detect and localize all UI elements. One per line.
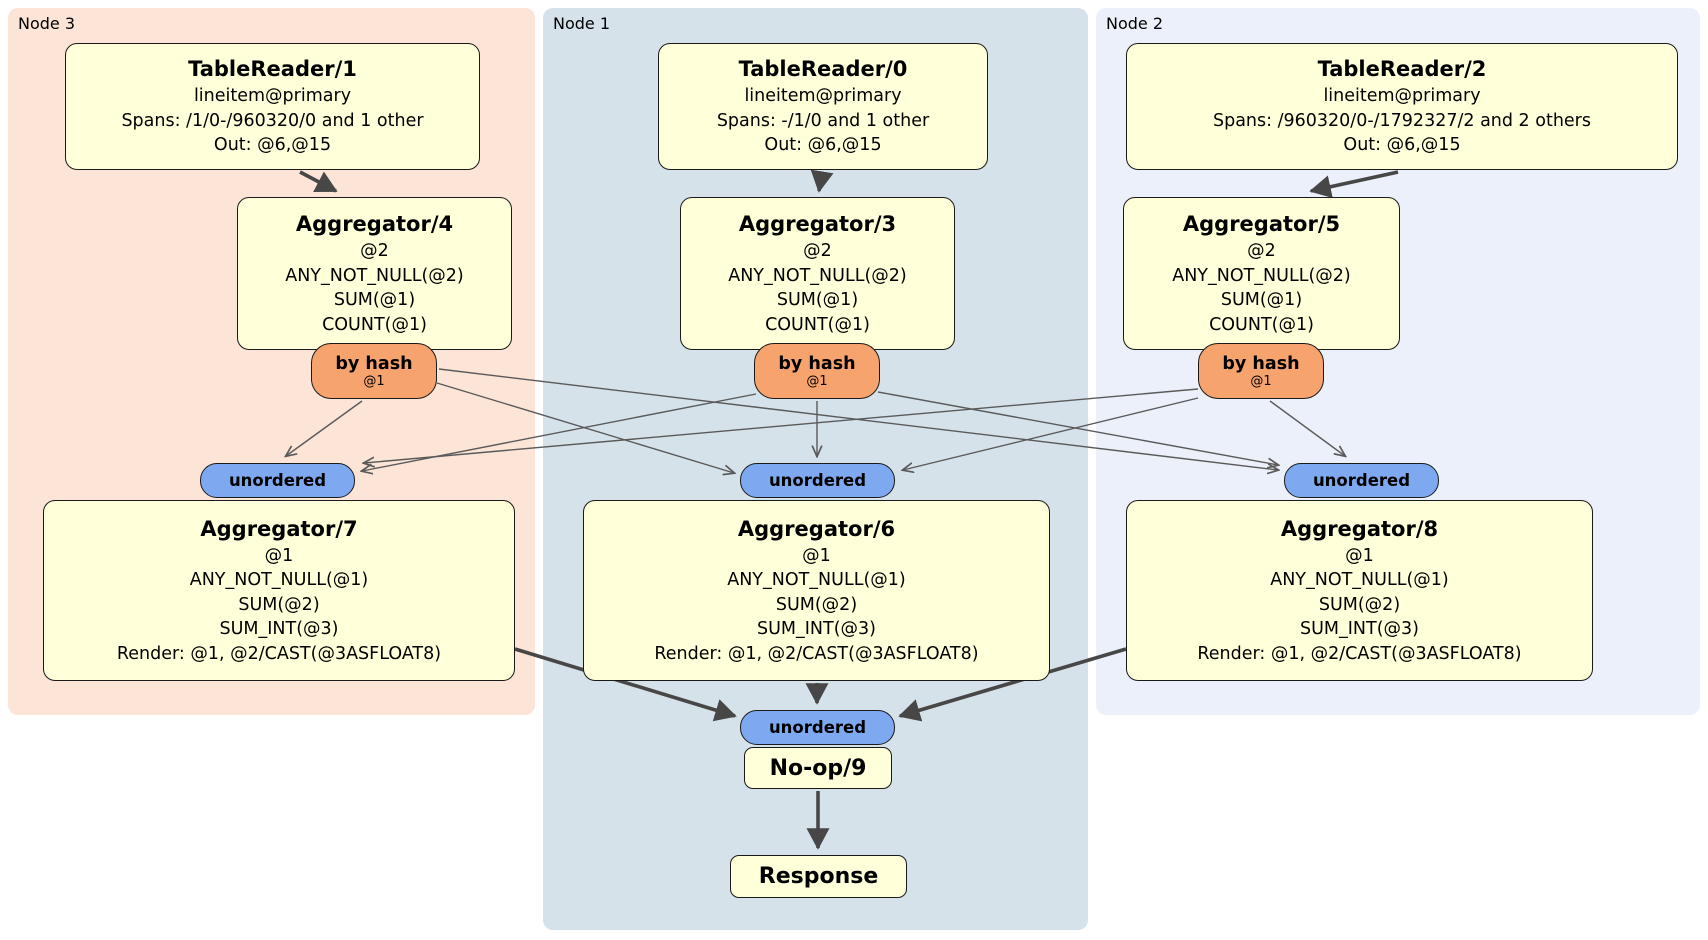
processor-agg-fn: ANY_NOT_NULL(@1) [1270,570,1449,591]
processor-render-expr: Render: @1, @2/CAST(@3ASFLOAT8) [116,643,442,664]
sync-unordered-mid: unordered [740,463,895,498]
router-by-hash-right: by hash @1 [1198,343,1324,399]
processor-title: TableReader/2 [1317,57,1487,82]
processor-tablereader-2: TableReader/2 lineitem@primary Spans: /9… [1126,43,1678,170]
processor-title: TableReader/0 [738,57,908,82]
sync-label: unordered [1312,471,1411,490]
router-label: by hash [1222,353,1300,374]
processor-index: lineitem@primary [193,86,352,107]
processor-title: Aggregator/7 [200,516,358,541]
processor-agg-fn: SUM_INT(@3) [219,619,339,640]
processor-agg-fn: ANY_NOT_NULL(@1) [727,570,906,591]
sync-unordered-left: unordered [200,463,355,498]
processor-out: Out: @6,@15 [213,135,332,156]
router-hash-column: @1 [363,373,385,389]
router-hash-column: @1 [1250,373,1272,389]
processor-groupcols: @1 [1345,545,1374,566]
processor-out: Out: @6,@15 [764,135,882,156]
processor-agg-fn: ANY_NOT_NULL(@1) [189,570,369,591]
processor-render-expr: Render: @1, @2/CAST(@3ASFLOAT8) [654,643,979,664]
sync-unordered-right: unordered [1284,463,1439,498]
processor-title: TableReader/1 [188,57,357,82]
processor-agg-fn: SUM(@2) [1318,594,1401,615]
sync-label: unordered [768,471,867,490]
router-label: by hash [778,353,856,374]
sync-unordered-final: unordered [740,710,895,745]
processor-agg-fn: COUNT(@1) [765,314,870,335]
processor-title: Aggregator/5 [1182,212,1341,236]
response-title: Response [758,864,879,889]
processor-aggregator-4: Aggregator/4 @2 ANY_NOT_NULL(@2) SUM(@1)… [237,197,512,350]
processor-groupcols: @2 [1247,241,1276,261]
router-by-hash-left: by hash @1 [311,343,437,399]
processor-aggregator-7: Aggregator/7 @1 ANY_NOT_NULL(@1) SUM(@2)… [43,500,515,681]
processor-agg-fn: COUNT(@1) [1209,314,1314,335]
processor-agg-fn: ANY_NOT_NULL(@2) [1172,265,1351,286]
node-group-3-label: Node 3 [18,14,76,33]
sync-label: unordered [228,471,327,490]
processor-title: Aggregator/3 [738,212,897,236]
processor-aggregator-6: Aggregator/6 @1 ANY_NOT_NULL(@1) SUM(@2)… [583,500,1050,681]
processor-out: Out: @6,@15 [1343,135,1461,156]
processor-title: Aggregator/4 [295,212,454,236]
processor-groupcols: @2 [803,241,832,261]
node-group-2-label: Node 2 [1106,14,1164,33]
processor-index: lineitem@primary [744,86,902,107]
processor-aggregator-5: Aggregator/5 @2 ANY_NOT_NULL(@2) SUM(@1)… [1123,197,1400,350]
processor-aggregator-8: Aggregator/8 @1 ANY_NOT_NULL(@1) SUM(@2)… [1126,500,1593,681]
processor-agg-fn: SUM(@1) [333,290,416,310]
processor-index: lineitem@primary [1323,86,1481,107]
processor-agg-fn: SUM_INT(@3) [757,619,876,640]
processor-agg-fn: SUM(@1) [1220,290,1303,310]
response-node: Response [730,855,907,898]
processor-aggregator-3: Aggregator/3 @2 ANY_NOT_NULL(@2) SUM(@1)… [680,197,955,350]
router-hash-column: @1 [806,373,828,389]
processor-groupcols: @1 [264,545,294,566]
processor-spans: Spans: /1/0-/960320/0 and 1 other [121,110,424,131]
processor-groupcols: @1 [802,545,831,566]
processor-agg-fn: ANY_NOT_NULL(@2) [728,265,907,286]
processor-agg-fn: SUM(@1) [776,290,859,310]
processor-groupcols: @2 [360,241,389,261]
processor-agg-fn: COUNT(@1) [322,314,427,335]
processor-spans: Spans: -/1/0 and 1 other [716,110,930,131]
processor-tablereader-1: TableReader/1 lineitem@primary Spans: /1… [65,43,480,170]
router-label: by hash [335,353,413,374]
node-group-1-label: Node 1 [553,14,611,33]
processor-title: Aggregator/6 [737,516,896,541]
processor-spans: Spans: /960320/0-/1792327/2 and 2 others [1212,110,1591,131]
processor-tablereader-0: TableReader/0 lineitem@primary Spans: -/… [658,43,988,170]
processor-noop-9: No-op/9 [744,747,892,789]
sync-label: unordered [768,718,867,737]
processor-agg-fn: SUM_INT(@3) [1300,619,1419,640]
processor-title: Aggregator/8 [1280,516,1439,541]
processor-agg-fn: SUM(@2) [775,594,858,615]
processor-agg-fn: SUM(@2) [238,594,320,615]
processor-title: No-op/9 [769,755,867,781]
processor-render-expr: Render: @1, @2/CAST(@3ASFLOAT8) [1197,643,1522,664]
processor-agg-fn: ANY_NOT_NULL(@2) [285,265,464,286]
router-by-hash-mid: by hash @1 [754,343,880,399]
